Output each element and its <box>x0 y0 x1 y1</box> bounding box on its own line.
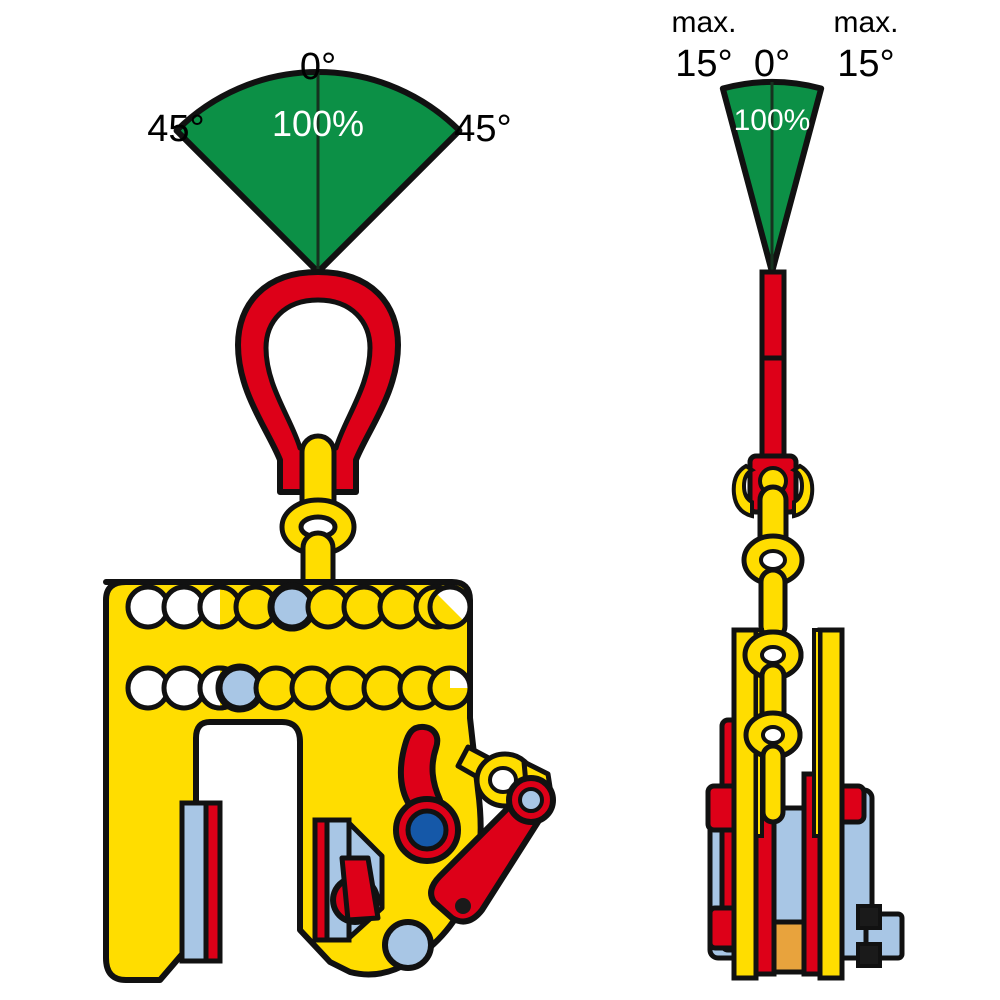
left-fan-capacity-label: 100% <box>272 103 364 144</box>
hole-row-1 <box>125 582 473 632</box>
link-arm-top-pin <box>518 787 544 813</box>
side-plate-right <box>817 627 845 981</box>
jaw-pad-left-plate <box>179 800 209 964</box>
right-fan-right-prefix: max. <box>833 6 898 39</box>
right-chain-front-overlay <box>742 629 804 825</box>
cam-mechanism-group <box>330 723 556 971</box>
lower-pivot-pin <box>382 919 434 971</box>
chain-link-7b <box>760 743 786 825</box>
frame-rail-right <box>812 628 822 838</box>
bolt-head-top <box>856 904 882 930</box>
adjust-bolt-group <box>856 904 905 968</box>
right-fan-left-label: 15° <box>675 43 732 85</box>
jaw-pad-left-face <box>203 800 223 964</box>
shackle-bar-upper <box>759 269 787 361</box>
clevis-ear-right <box>790 463 815 519</box>
left-fan-right-label: 45° <box>454 108 511 150</box>
hole <box>427 665 473 711</box>
left-angle-fan-group: 0° 45° 45° 100% <box>147 46 512 275</box>
chain-link-2 <box>741 533 805 587</box>
yellow-link-ring <box>474 751 536 809</box>
right-fan-right-label: 15° <box>837 43 894 85</box>
right-angle-fan-group: 0° max. 15° max. 15° 100% <box>671 6 899 275</box>
right-fan-center-label: 0° <box>754 43 790 85</box>
left-fan-center-label: 0° <box>300 46 336 88</box>
jaw-pad-left-group <box>179 800 223 964</box>
cam-lever-arm <box>397 723 443 809</box>
chain-link-3 <box>758 567 788 641</box>
hole <box>427 584 473 630</box>
clamp-body-group <box>103 579 484 983</box>
jaw-anchor-strut <box>339 855 381 923</box>
left-fan-left-label: 45° <box>147 108 204 150</box>
cam-pivot-pin <box>405 808 449 852</box>
right-clamp-body-group <box>705 627 905 981</box>
right-fan-capacity-label: 100% <box>734 104 811 137</box>
chain-link-4b <box>742 629 804 681</box>
shackle-bar-lower <box>759 355 787 459</box>
hole-row-2 <box>125 663 473 713</box>
right-fan-left-prefix: max. <box>671 6 736 39</box>
side-plate-left <box>731 627 759 981</box>
bolt-head-bottom <box>856 942 882 968</box>
link-arm-rivet <box>455 898 471 914</box>
clevis-ear-left <box>731 463 756 519</box>
